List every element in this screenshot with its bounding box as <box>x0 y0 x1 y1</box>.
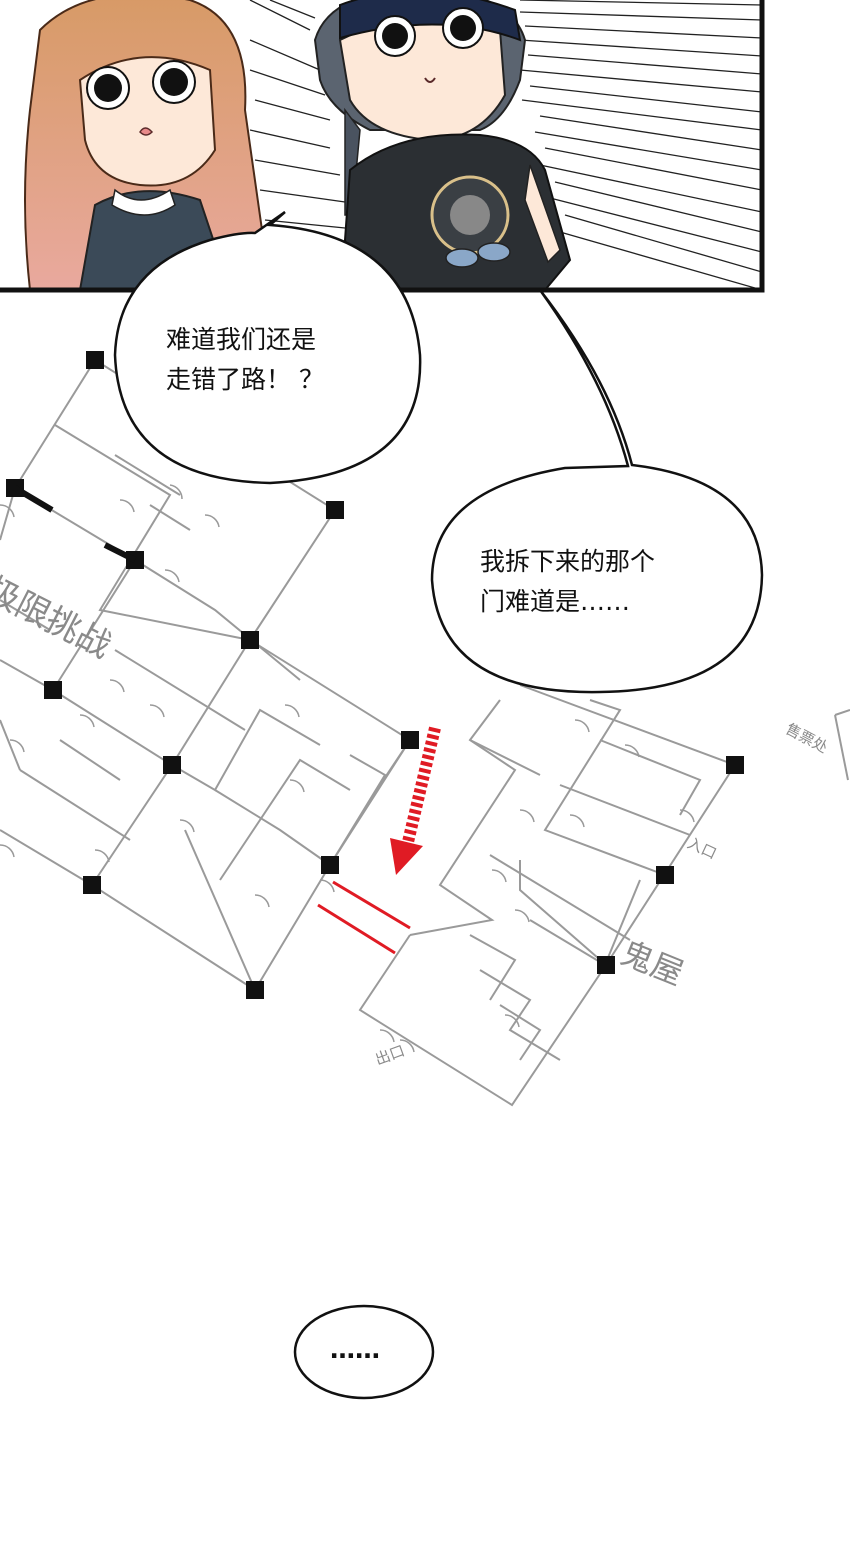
bubble-1-line-2: 走错了路！ ？ <box>166 365 324 394</box>
comic-panel <box>0 0 765 293</box>
speech-bubble-2 <box>430 289 764 694</box>
boy-character <box>313 0 572 290</box>
removed-door-marker <box>317 880 411 955</box>
bubble-3-text: …… <box>330 1335 380 1364</box>
thick-walls <box>13 485 137 563</box>
bubble-2-line-1: 我拆下来的那个 <box>480 547 656 576</box>
door-swings <box>0 484 695 1053</box>
speed-lines <box>249 0 762 290</box>
left-maze-block <box>0 359 412 992</box>
bubble-1-line-1: 难道我们还是 <box>166 325 317 354</box>
bubble-2-line-2: 门难道是…… <box>480 587 631 616</box>
right-maze-block <box>358 684 850 1107</box>
arrow-down-icon <box>390 726 441 875</box>
speech-bubble-1 <box>113 210 422 485</box>
speech-bubble-3 <box>293 1304 435 1400</box>
